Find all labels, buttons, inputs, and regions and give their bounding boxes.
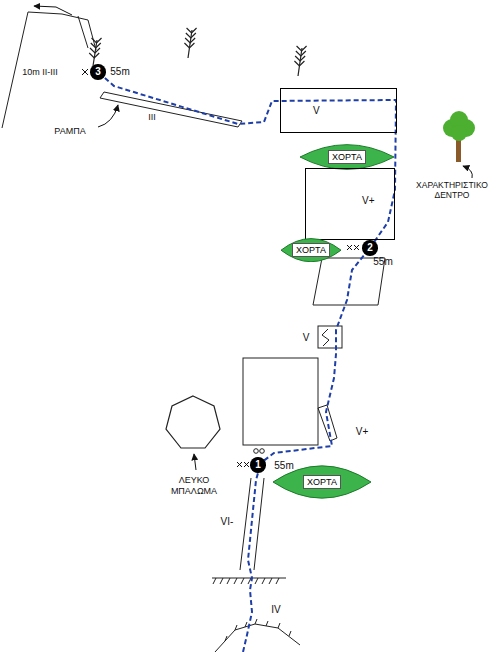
bush-branch (184, 43, 194, 48)
pitch-grade: IV (271, 604, 280, 616)
pitch-grade: VI- (221, 516, 234, 528)
pitch-grade: V+ (356, 426, 369, 438)
white-patch-outline (166, 396, 220, 448)
wall-outline (243, 358, 318, 445)
leaf-outline (300, 145, 394, 170)
hatch-tick (266, 621, 268, 626)
crack-zigzag (322, 329, 329, 346)
approach-route (243, 473, 258, 652)
hatch-tick (220, 578, 223, 584)
hatch-tick (245, 622, 247, 627)
hatch-tick (255, 578, 258, 584)
tree-pointer (463, 166, 472, 178)
rock-section: V+ (305, 168, 395, 240)
grass-patch: ΧΟΡΤΑ (299, 144, 395, 170)
ledge-hatching (213, 578, 279, 584)
hatch-tick (289, 631, 291, 636)
bush-branch (92, 38, 102, 43)
hatch-tick (255, 619, 257, 624)
grade-label: V+ (362, 195, 375, 207)
hatch-tick (262, 578, 265, 584)
callout-number: 3 (95, 66, 101, 78)
bush-branch (296, 51, 306, 56)
hatch-tick (225, 636, 227, 641)
hatch-tick (278, 623, 280, 628)
landmark-note: ΛΕΥΚΟ ΜΠΑΛΩΜΑ (164, 475, 224, 497)
patch-pointer (194, 454, 196, 470)
bolt-cross (82, 69, 88, 75)
bush-branch (89, 53, 99, 58)
ramp-band (100, 92, 242, 127)
pitch-length: 55m (110, 66, 129, 78)
leaf-outline (281, 238, 341, 261)
grass-patch: ΧΟΡΤΑ (280, 238, 342, 262)
ramp-pointer (98, 105, 118, 127)
grass-label: ΧΟΡΤΑ (292, 243, 330, 257)
bolt-cross (347, 245, 359, 250)
ground-hatching (225, 619, 291, 641)
bolt-marks (82, 69, 359, 467)
route-line (104, 77, 396, 242)
bush-branch (294, 61, 304, 66)
crack-box (318, 326, 342, 348)
hatch-tick (241, 578, 244, 584)
bush-branch (186, 33, 196, 38)
descent-arrow (34, 6, 72, 15)
belay-number: 3 (90, 64, 106, 80)
pitch-grade: 10m II-III (22, 67, 58, 78)
bolt-cross (237, 462, 249, 467)
pitch-grade: V (303, 332, 310, 344)
hatch-tick (234, 578, 237, 584)
bush-branch (185, 38, 195, 43)
pitch-length: 55m (373, 256, 392, 268)
belay-number: 2 (362, 240, 378, 256)
pitch-length: 55m (274, 460, 293, 472)
callout-number: 1 (255, 459, 261, 471)
bush-branch (187, 28, 197, 33)
feature-name: ΡΑΜΠΑ (54, 126, 85, 137)
hatch-tick (269, 578, 272, 584)
tree-crown (451, 125, 467, 141)
hatch-tick (213, 578, 216, 584)
route-line (264, 254, 365, 460)
hatch-tick (227, 578, 230, 584)
summit-outline (78, 16, 88, 48)
bolt-ring (254, 449, 259, 454)
bush-branch (90, 48, 100, 53)
rock-section: V (280, 88, 397, 133)
bush-stem (188, 30, 192, 58)
summit-outline (2, 12, 96, 128)
bush-branch (295, 56, 305, 61)
grass-label: ΧΟΡΤΑ (303, 475, 341, 489)
bush-stem (298, 48, 302, 76)
grade-label: V (313, 105, 320, 117)
landmark-note: ΧΑΡΑΚΤΗΡΙΣΤΙΚΟ ΔΕΝΤΡΟ (409, 180, 495, 200)
landmark-tree (443, 111, 475, 162)
belay-number: 1 (250, 457, 266, 473)
flake-outline (318, 405, 337, 441)
callout-number: 2 (367, 242, 373, 254)
ground-outline (215, 624, 300, 652)
pitch-grade: III (148, 112, 156, 123)
hatch-tick (276, 578, 279, 584)
bush-branch (297, 46, 307, 51)
tree-trunk (456, 138, 461, 162)
bush-branch (91, 43, 101, 48)
grass-label: ΧΟΡΤΑ (328, 150, 366, 164)
bolt-ring (260, 449, 265, 454)
hatch-tick (235, 625, 237, 630)
